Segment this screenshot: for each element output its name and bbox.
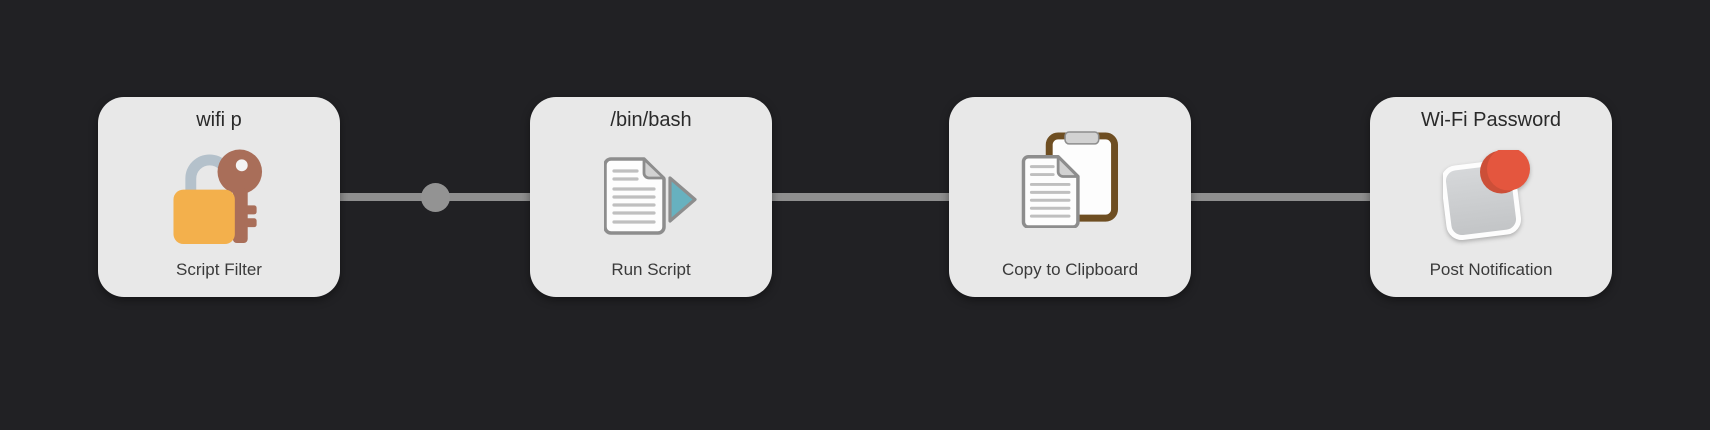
node-icon-area — [173, 137, 265, 255]
node-icon-area — [1443, 137, 1539, 255]
lock-key-icon — [173, 148, 263, 244]
node-label: Run Script — [611, 260, 691, 279]
connector-copy-clipboard-to-post-notification[interactable] — [1190, 193, 1370, 201]
notification-icon — [1443, 150, 1530, 241]
node-label: Script Filter — [176, 260, 262, 279]
node-title: wifi p — [196, 109, 242, 131]
clipboard-icon — [1021, 130, 1119, 228]
node-label: Post Notification — [1429, 260, 1553, 279]
node-icon-area — [1021, 103, 1119, 255]
node-title: /bin/bash — [610, 109, 692, 131]
node-title: Wi-Fi Password — [1420, 109, 1561, 131]
connection-midpoint-dot[interactable] — [421, 183, 450, 212]
node-icon-area — [603, 137, 699, 255]
node-script-filter[interactable]: wifi p Script Filter — [98, 97, 340, 297]
node-post-notification[interactable]: Wi-Fi Password Post Notification — [1370, 97, 1612, 297]
connector-run-script-to-copy-clipboard[interactable] — [772, 193, 949, 201]
node-copy-to-clipboard[interactable]: Copy to Clipboard — [949, 97, 1191, 297]
node-label: Copy to Clipboard — [1001, 260, 1139, 279]
node-run-script[interactable]: /bin/bash Run Script — [530, 97, 772, 297]
script-document-icon — [603, 157, 697, 235]
